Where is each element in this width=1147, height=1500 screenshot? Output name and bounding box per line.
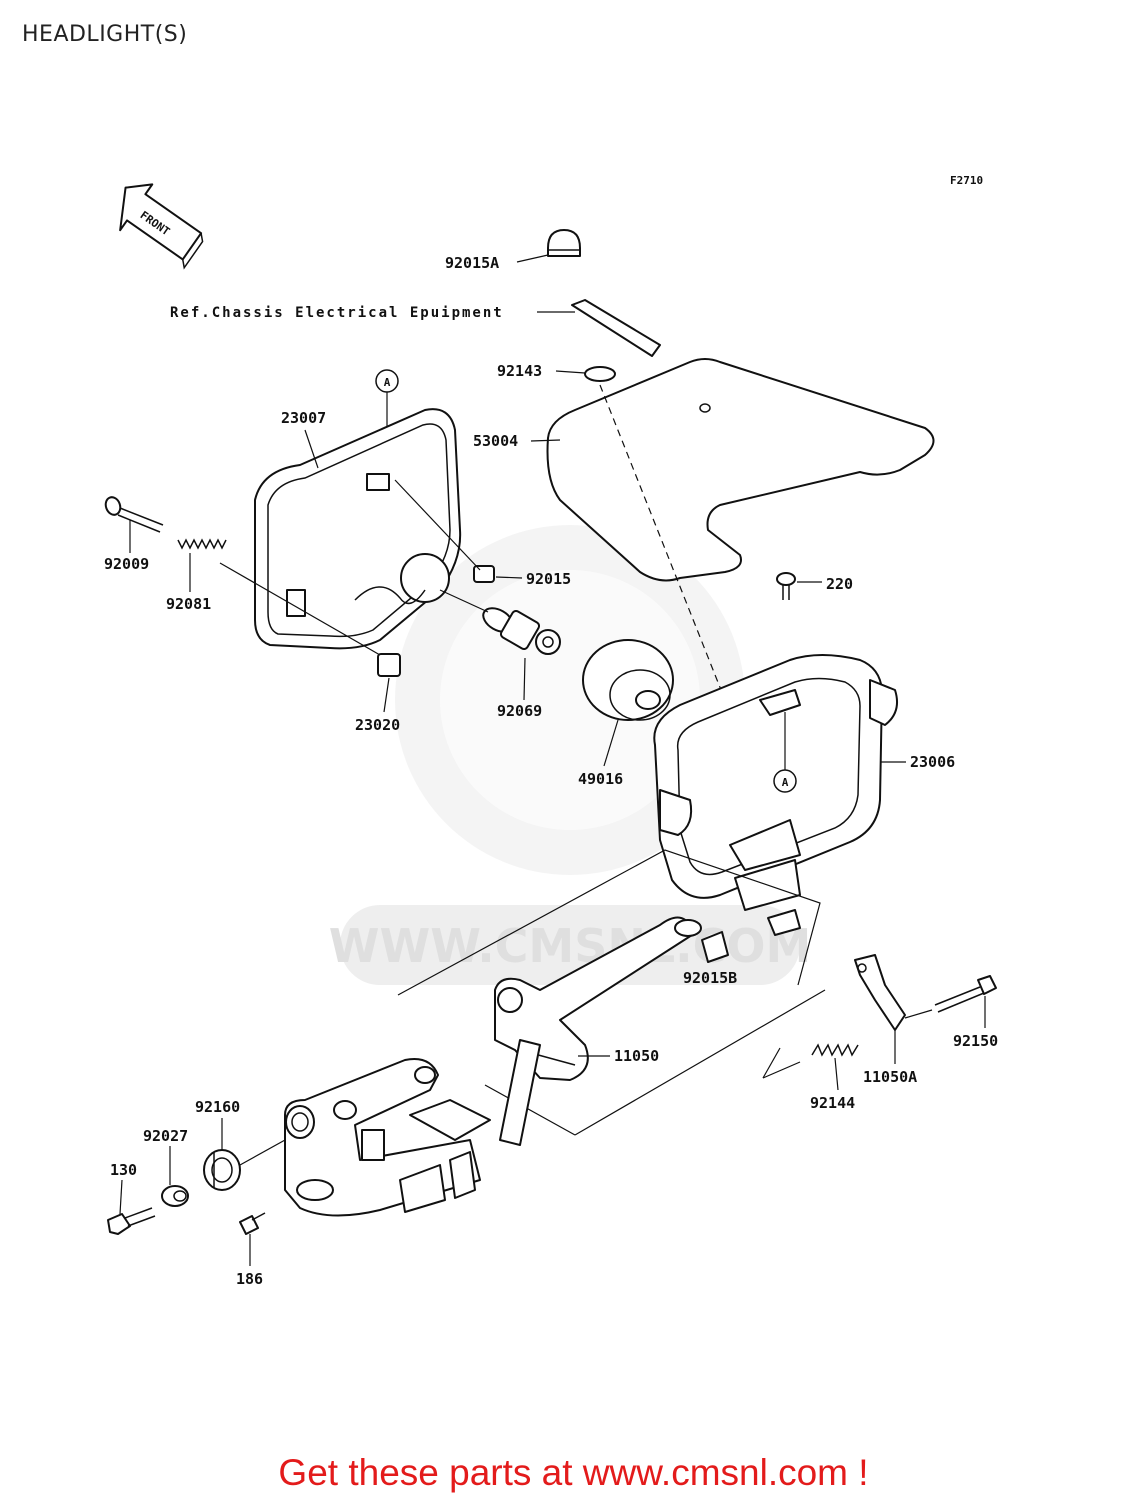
exploded-parts-diagram: WWW.CMSNL.COM F2710 FRONT Ref.Chassis El… (103, 174, 998, 1288)
part-92015A-cap-nut[interactable] (547, 229, 581, 257)
label-92015A: 92015A (445, 254, 499, 272)
assembly-outline (397, 849, 821, 996)
label-92027: 92027 (143, 1127, 188, 1145)
front-arrow-icon: FRONT (119, 183, 204, 270)
reference-note: Ref.Chassis Electrical Epuipment (170, 305, 504, 321)
label-23020: 23020 (355, 716, 400, 734)
part-23007-headlight-housing[interactable] (254, 408, 462, 650)
part-92150-bolt[interactable] (934, 975, 997, 1013)
page-title: HEADLIGHT(S) (22, 22, 188, 47)
label-92069: 92069 (497, 702, 542, 720)
label-92150: 92150 (953, 1032, 998, 1050)
label-92144: 92144 (810, 1094, 855, 1112)
part-92015B-clips[interactable] (701, 909, 801, 963)
label-11050A: 11050A (863, 1068, 917, 1086)
part-11050-bracket-stay[interactable] (494, 916, 702, 1146)
part-92015-nut[interactable] (473, 565, 495, 583)
footer-promo-text[interactable]: Get these parts at www.cmsnl.com ! (278, 1452, 869, 1493)
label-92143: 92143 (497, 362, 542, 380)
svg-text:A: A (782, 776, 789, 789)
part-92144-spring[interactable] (811, 1043, 859, 1057)
watermark-text: WWW.CMSNL.COM (329, 919, 812, 973)
label-92081: 92081 (166, 595, 211, 613)
label-92009: 92009 (104, 555, 149, 573)
part-11050A-small-bracket[interactable] (854, 954, 906, 1031)
label-23006: 23006 (910, 753, 955, 771)
part-92081-spring[interactable] (177, 538, 227, 550)
label-23007: 23007 (281, 409, 326, 427)
part-23006-headlight-frame[interactable] (653, 654, 898, 911)
part-130-flange-bolt[interactable] (107, 1207, 156, 1235)
part-92069-bulb[interactable] (479, 603, 561, 655)
label-92015B: 92015B (683, 969, 737, 987)
label-186: 186 (236, 1270, 263, 1288)
part-92027-collar[interactable] (161, 1185, 189, 1207)
label-92160: 92160 (195, 1098, 240, 1116)
ref-marker-a-bottom: A (773, 712, 797, 793)
label-130: 130 (110, 1161, 137, 1179)
part-186-bolt[interactable] (239, 1212, 266, 1235)
part-92160-grommet[interactable] (203, 1149, 241, 1191)
label-220: 220 (826, 575, 853, 593)
label-53004: 53004 (473, 432, 518, 450)
part-lower-mount-bracket[interactable] (284, 1058, 491, 1217)
part-49016-dust-boot[interactable] (582, 639, 674, 721)
figure-code: F2710 (950, 174, 983, 187)
part-92143-washer[interactable] (584, 366, 616, 382)
label-92015: 92015 (526, 570, 571, 588)
part-bracket-strip[interactable] (571, 299, 661, 357)
label-11050: 11050 (614, 1047, 659, 1065)
part-92009-screw[interactable] (103, 495, 164, 533)
label-49016: 49016 (578, 770, 623, 788)
part-220-screw[interactable] (776, 572, 796, 600)
svg-text:A: A (384, 376, 391, 389)
part-23020-clip[interactable] (377, 653, 401, 677)
part-53004-cover-plate[interactable] (546, 358, 935, 582)
